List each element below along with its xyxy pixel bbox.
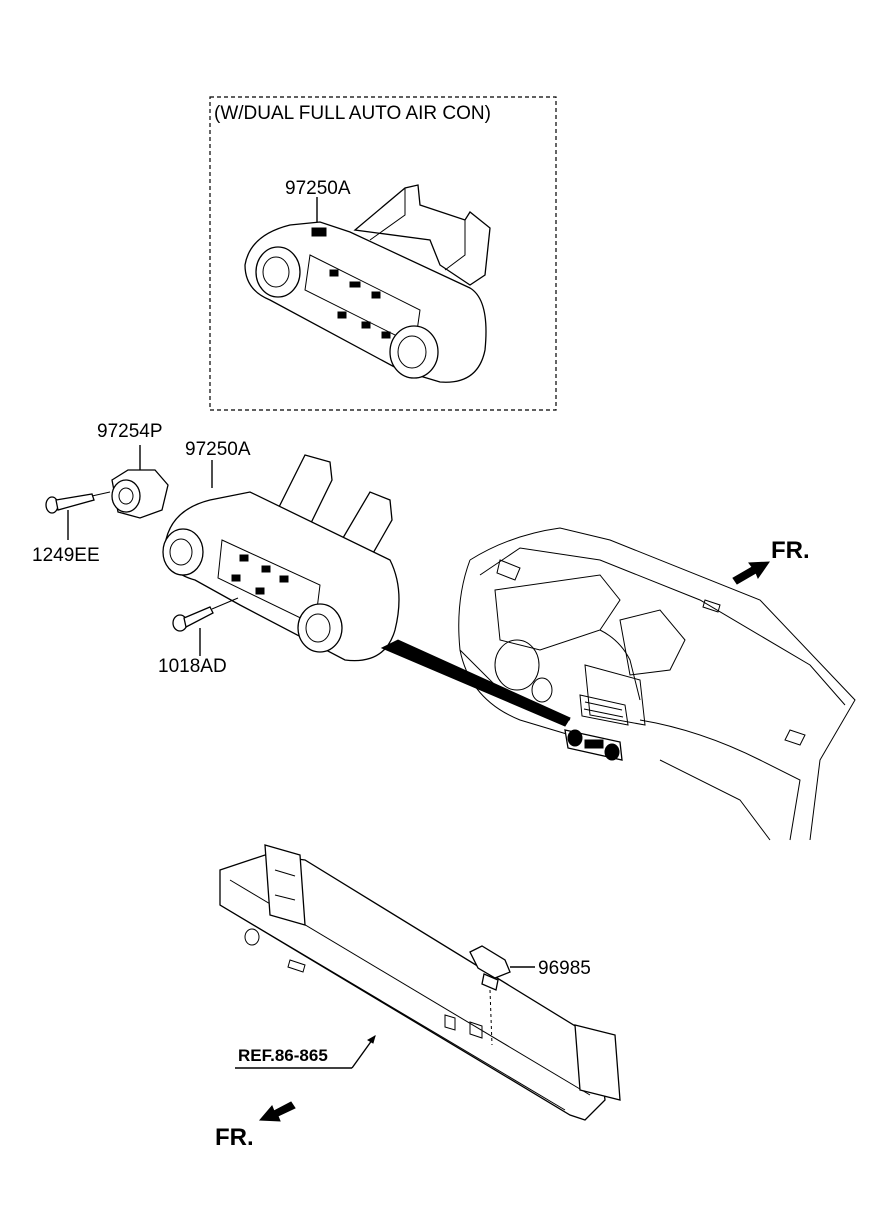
fr-label-top: FR. <box>771 537 810 564</box>
label-1249EE: 1249EE <box>32 545 100 566</box>
label-97250A-top: 97250A <box>285 178 351 199</box>
variant-box: (W/DUAL FULL AUTO AIR CON) <box>209 96 557 411</box>
reference-callout: REF.86-865 <box>235 1034 376 1069</box>
label-97254P: 97254P <box>97 421 163 442</box>
climate-control-unit: 97250A <box>162 439 400 662</box>
variant-box-label: (W/DUAL FULL AUTO AIR CON) <box>214 103 491 124</box>
label-1018AD: 1018AD <box>158 656 227 677</box>
climate-control-unit-dual-auto: 97250A <box>244 178 491 383</box>
fr-label-bottom: FR. <box>215 1124 254 1151</box>
front-direction-indicator-bottom: FR. <box>215 1101 296 1151</box>
sensor-96985: 96985 <box>469 945 591 1046</box>
front-direction-indicator-top: FR. <box>732 537 810 585</box>
location-pointer <box>380 639 571 727</box>
screw-1249EE: 1249EE <box>32 491 111 566</box>
sensor-97254P: 97254P <box>97 421 169 519</box>
ref-label: REF.86-865 <box>238 1046 328 1065</box>
dashboard-illustration <box>458 527 856 841</box>
label-96985: 96985 <box>538 958 591 979</box>
screw-1018AD: 1018AD <box>158 597 239 677</box>
label-97250A: 97250A <box>185 439 251 460</box>
crash-pad-crossbar <box>219 844 621 1121</box>
